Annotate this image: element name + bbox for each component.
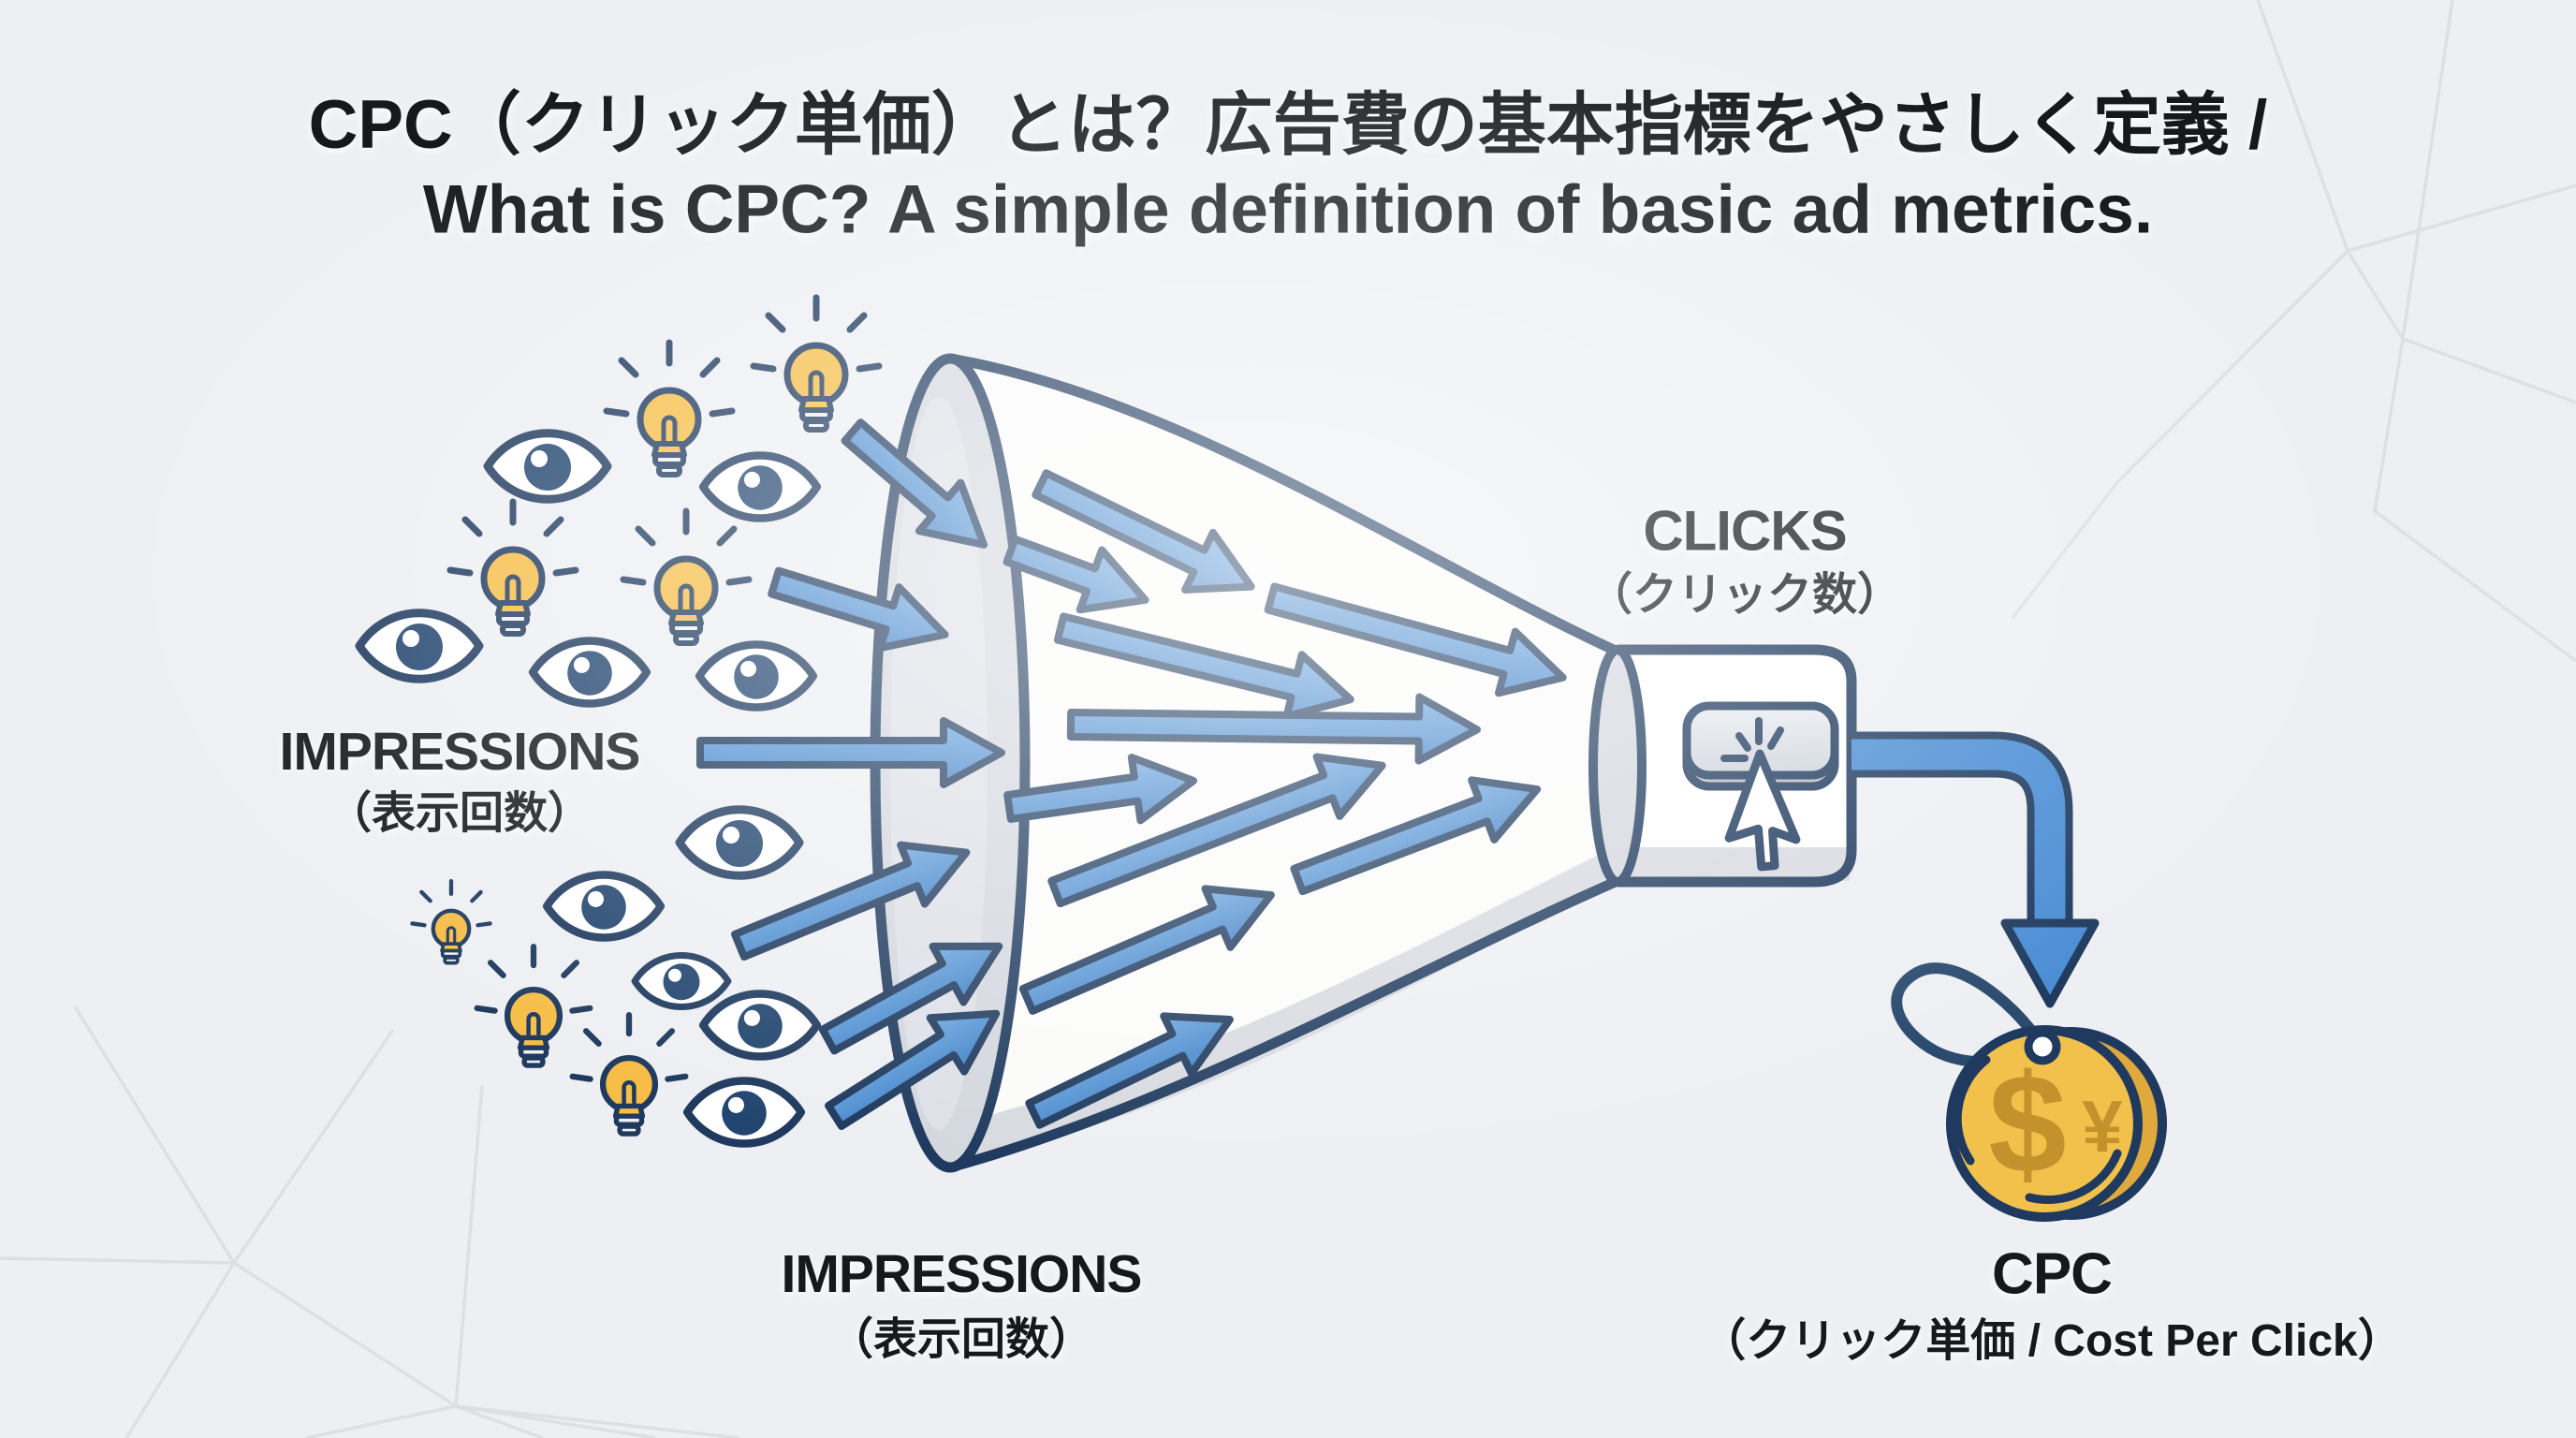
clicks-label: CLICKS — [1643, 499, 1847, 563]
lightbulb-icon — [754, 298, 879, 430]
eye-icon — [547, 875, 661, 938]
impressions-left-label: IMPRESSIONS — [279, 722, 641, 782]
eye-icon — [703, 456, 817, 519]
clicks-sublabel: （クリック数） — [1587, 570, 1903, 620]
page-title-ja: CPC（クリック単価）とは？広告費の基本指標をやさしく定義 / — [308, 87, 2268, 163]
eye-icon — [687, 1081, 801, 1144]
cpc-label: CPC — [1992, 1241, 2113, 1307]
eye-icon — [488, 433, 607, 500]
coin-yen-symbol: ¥ — [2082, 1085, 2123, 1167]
lightbulb-icon — [573, 1015, 686, 1134]
impressions-bottom-sublabel: （表示回数） — [829, 1313, 1093, 1364]
coin-icon: $ ¥ — [1891, 962, 2167, 1222]
pipe-arrow-icon — [1852, 731, 2100, 1008]
lightbulb-icon — [477, 946, 591, 1065]
coin-dollar-symbol: $ — [1988, 1045, 2066, 1202]
lightbulb-icon — [607, 343, 732, 475]
lightbulb-icon — [623, 511, 749, 643]
cpc-sublabel: （クリック単価 / Cost Per Click） — [1701, 1316, 2403, 1366]
eye-icon — [359, 613, 479, 680]
flow-arrow-icon — [696, 717, 1005, 788]
impressions-left-sublabel: （表示回数） — [328, 787, 592, 838]
eye-icon — [680, 810, 799, 876]
eye-icon — [703, 994, 817, 1057]
impressions-bottom-label: IMPRESSIONS — [781, 1244, 1143, 1304]
eye-icon — [635, 956, 728, 1007]
eye-icon — [699, 645, 813, 708]
lightbulb-icon — [412, 881, 490, 962]
page-title-en: What is CPC? A simple definition of basi… — [422, 171, 2154, 248]
lightbulb-icon — [450, 502, 576, 634]
eye-icon — [533, 641, 647, 704]
